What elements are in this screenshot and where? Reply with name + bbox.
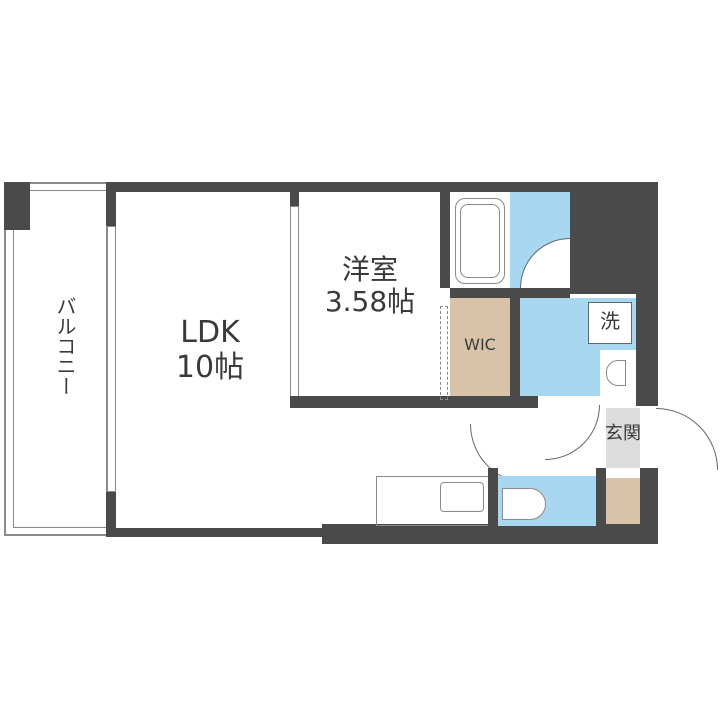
- western-room-name: 洋室: [341, 253, 398, 286]
- wic-right-wall: [510, 298, 520, 396]
- washer-box: [588, 302, 632, 344]
- shoe-storage: [606, 478, 640, 524]
- balcony-label: バルコニー: [53, 296, 77, 396]
- sink-icon: [606, 360, 626, 386]
- western-room-right-wall: [440, 182, 450, 288]
- top-wall: [106, 182, 658, 192]
- entrance-floor: [606, 408, 640, 468]
- wic-area: [450, 298, 510, 396]
- wic-label: WIC: [464, 335, 496, 354]
- balcony-outline: [4, 182, 108, 536]
- ldk-size: 10帖: [175, 349, 245, 385]
- western-room-bottom-wall: [290, 396, 538, 408]
- kitchen-sink: [440, 482, 484, 512]
- ldk-window-line: [106, 226, 116, 492]
- right-wall-block: [570, 182, 658, 294]
- toilet-bowl: [502, 488, 546, 520]
- toilet-right-wall: [596, 468, 606, 544]
- bath-divider-wall: [450, 288, 570, 298]
- left-wall-bottom: [106, 492, 116, 536]
- left-wall-top: [106, 182, 116, 226]
- western-room-sliding-door: [440, 306, 448, 400]
- balcony-wall-corner: [4, 182, 30, 230]
- western-room-left-wall: [290, 182, 299, 206]
- bathtub-outer: [455, 198, 505, 284]
- western-room-label: 洋室 3.58帖: [300, 253, 440, 319]
- ldk-label: LDK 10帖: [150, 315, 270, 385]
- ldk-name: LDK: [180, 315, 240, 350]
- bathtub-inner: [460, 204, 500, 278]
- western-room-window: [290, 206, 299, 404]
- toilet-wall: [488, 468, 498, 544]
- entrance-label: 玄関: [605, 423, 641, 444]
- right-wall-lower: [636, 294, 658, 406]
- washer-label: 洗: [600, 309, 620, 333]
- western-room-size: 3.58帖: [324, 285, 416, 319]
- bottom-wall-ldk: [106, 528, 326, 537]
